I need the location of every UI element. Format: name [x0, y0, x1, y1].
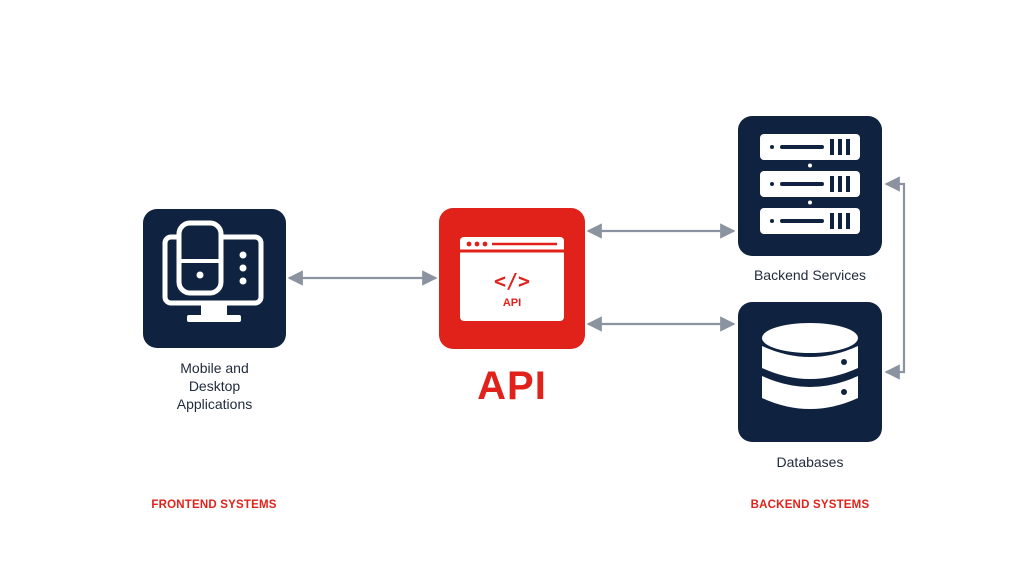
api-browser-icon: </> API: [460, 237, 564, 321]
backend-services-tile: [738, 116, 882, 256]
database-icon: [762, 323, 858, 409]
backend-services-label: Backend Services: [753, 267, 867, 283]
api-code-glyph: </>: [494, 269, 530, 293]
backend-section-label: BACKEND SYSTEMS: [750, 499, 870, 511]
api-title: API: [477, 364, 547, 408]
api-icon-text: API: [503, 297, 521, 309]
frontend-node-label: Mobile and Desktop Applications: [176, 360, 253, 412]
api-tile: </> API: [439, 208, 585, 349]
mobile-desktop-icon: [162, 220, 264, 322]
services-databases-arrow: [884, 176, 906, 380]
server-stack-icon: [760, 134, 860, 234]
frontend-section-label: FRONTEND SYSTEMS: [151, 499, 277, 511]
databases-label: Databases: [776, 454, 844, 470]
databases-tile: [738, 302, 882, 442]
frontend-tile: [143, 209, 286, 348]
